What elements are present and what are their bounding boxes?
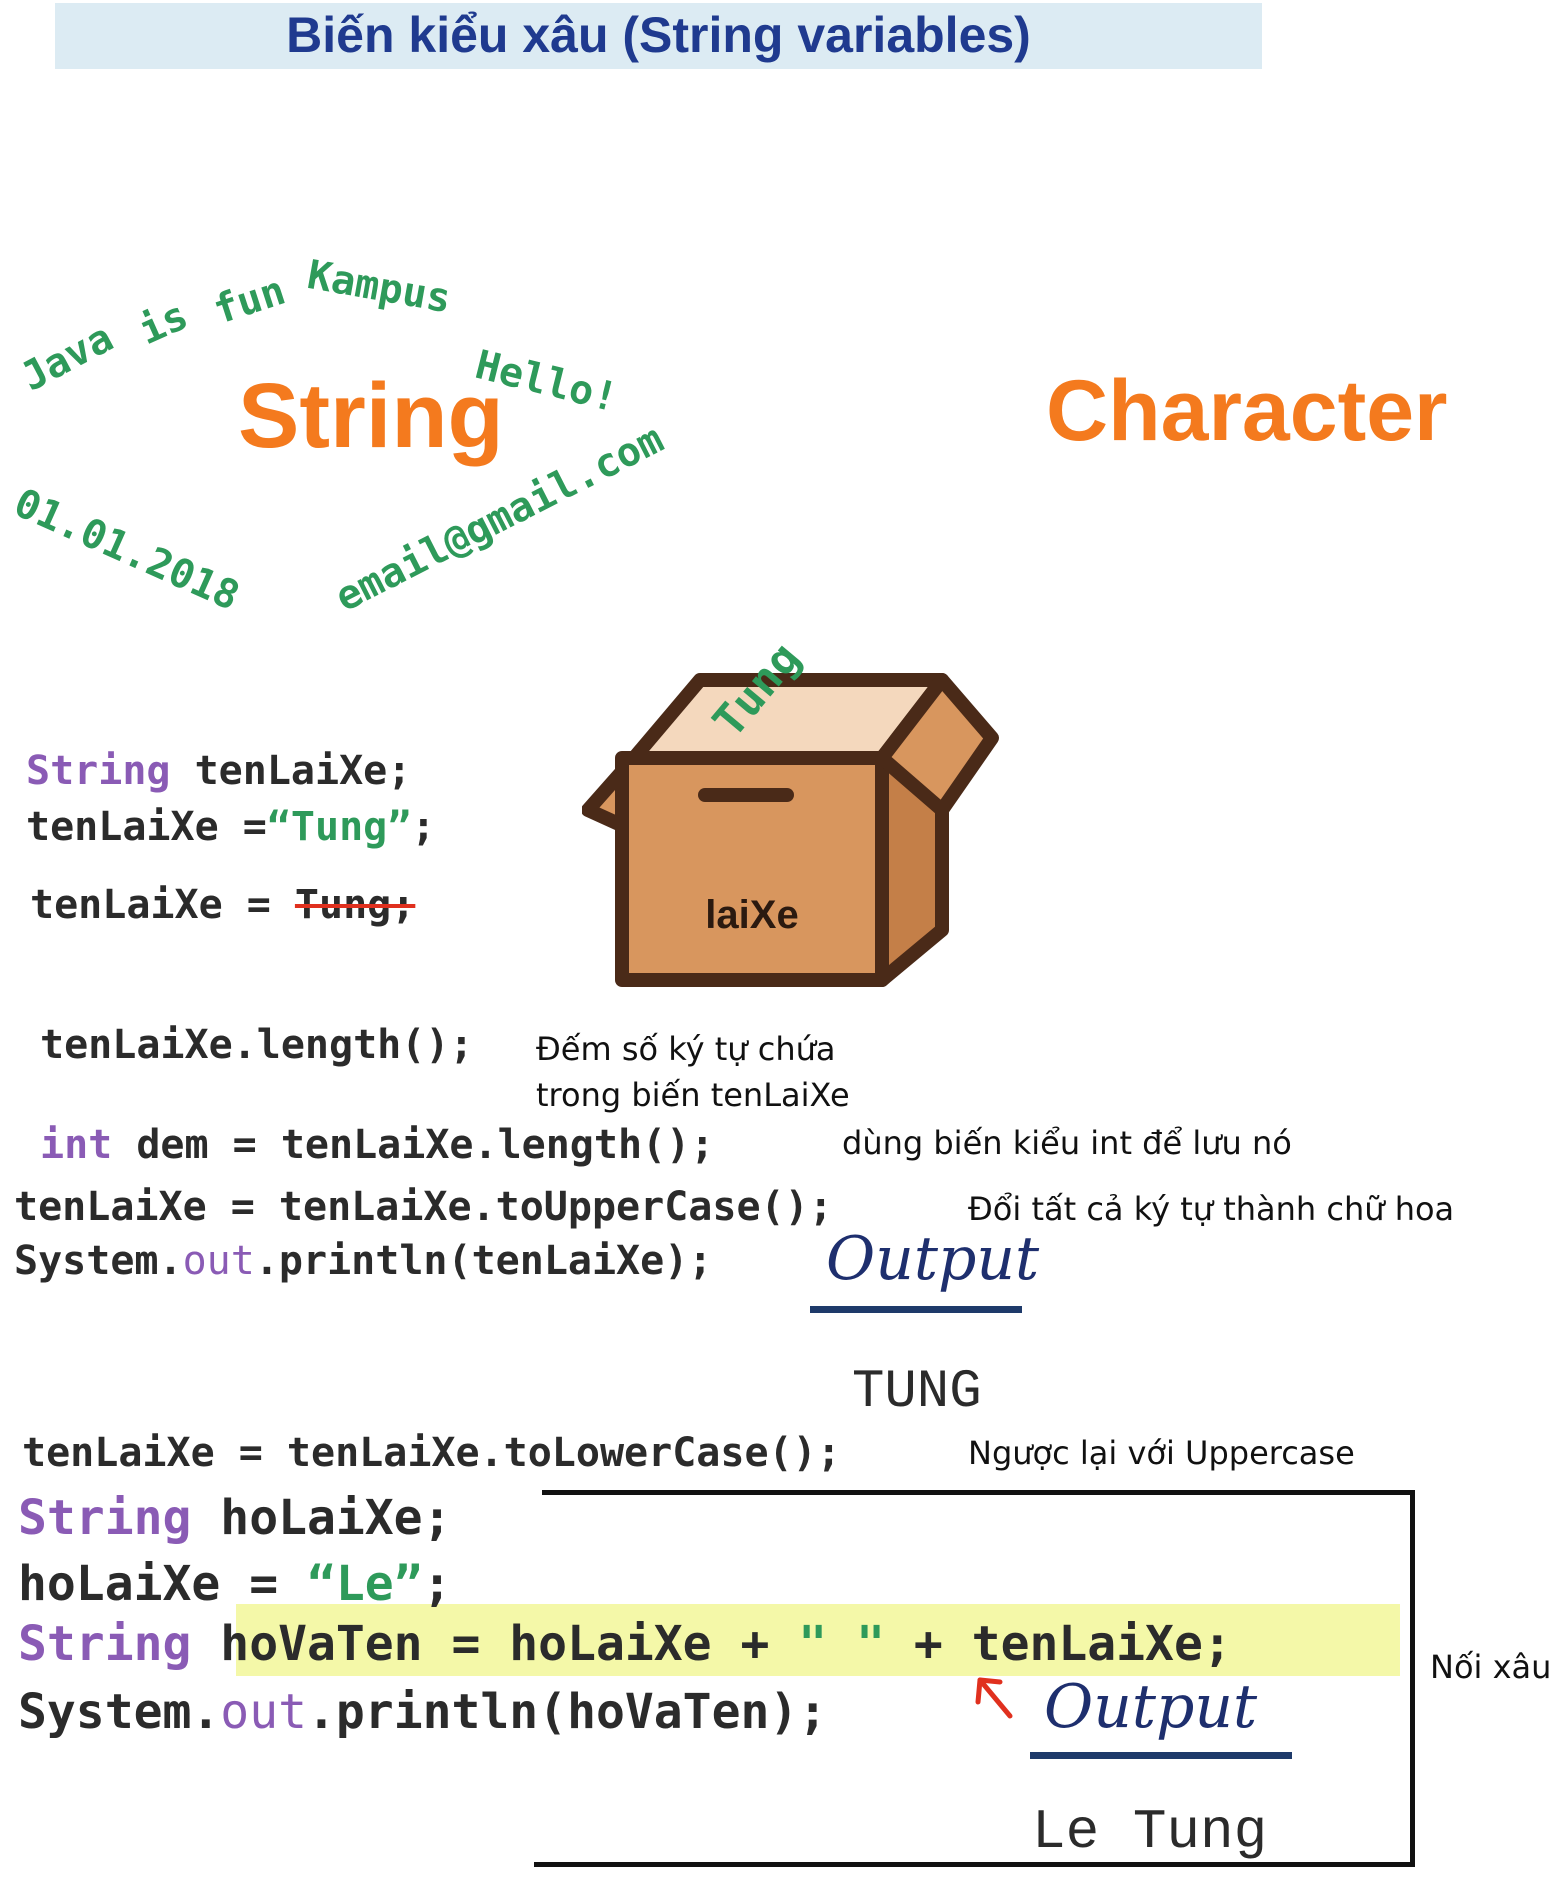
cloud-word-date: 01.01.2018 — [7, 480, 247, 620]
cloud-word-kampus: Kampus — [304, 252, 455, 323]
field-out: out — [182, 1238, 255, 1284]
string-literal: “Le” — [306, 1556, 423, 1612]
code-text: ; — [422, 1556, 452, 1612]
code-line-declare: String tenLaiXe; — [26, 748, 411, 794]
box-label: laiXe — [705, 893, 798, 937]
code-line-println-2: System.out.println(hoVaTen); — [18, 1684, 827, 1740]
code-text: System. — [18, 1684, 221, 1740]
cloud-center-string: String — [238, 365, 504, 467]
code-line-reassign: tenLaiXe = Tung; — [30, 882, 415, 928]
code-text: ; — [411, 804, 436, 850]
concat-frame-right — [1410, 1490, 1415, 1866]
strikethrough-text: Tung; — [294, 882, 416, 928]
note-length-1: Đếm số ký tự chứa — [536, 1030, 836, 1068]
box-handle — [698, 788, 794, 802]
output-value-2: Le Tung — [1032, 1800, 1268, 1864]
cloud-word-is: is — [132, 292, 195, 355]
code-line-int: int dem = tenLaiXe.length(); — [40, 1122, 714, 1168]
note-lowercase: Ngược lại với Uppercase — [968, 1434, 1355, 1472]
highlight-band — [236, 1604, 1400, 1676]
output-value-1: TUNG — [852, 1362, 982, 1423]
concat-frame-bottom — [534, 1862, 1415, 1867]
code-text: .println(hoVaTen); — [307, 1684, 828, 1740]
cloud-word-fun: fun — [208, 267, 291, 334]
string-literal-space: " " — [798, 1616, 885, 1672]
code-text: tenLaiXe = — [30, 882, 295, 928]
keyword-string: String — [26, 748, 171, 794]
box-right-flap — [875, 673, 999, 817]
header-banner — [55, 3, 1262, 69]
output-underline-1 — [810, 1306, 1022, 1313]
code-text: hoLaiXe = — [18, 1556, 307, 1612]
code-line-holaixe-assign: hoLaiXe = “Le”; — [18, 1556, 451, 1612]
arrow-icon — [975, 1677, 1013, 1719]
concat-frame-top — [542, 1490, 1415, 1495]
code-line-holaixe-declare: String hoLaiXe; — [18, 1490, 451, 1546]
code-line-uppercase: tenLaiXe = tenLaiXe.toUpperCase(); — [14, 1184, 833, 1230]
character-label: Character — [1046, 363, 1448, 459]
box-illustration: laiXe Tung — [582, 640, 999, 987]
code-text: hoLaiXe; — [191, 1490, 452, 1546]
note-concat: Nối xâu — [1430, 1648, 1552, 1686]
code-line-assign: tenLaiXe =“Tung”; — [26, 804, 435, 850]
code-line-lowercase: tenLaiXe = tenLaiXe.toLowerCase(); — [22, 1430, 841, 1476]
note-length-2: trong biến tenLaiXe — [536, 1076, 850, 1114]
page-title: Biến kiểu xâu (String variables) — [286, 7, 1031, 63]
code-line-println-1: System.out.println(tenLaiXe); — [14, 1238, 712, 1284]
field-out: out — [220, 1684, 307, 1740]
output-label-2: Output — [1044, 1672, 1258, 1742]
output-label-1: Output — [826, 1224, 1040, 1294]
note-uppercase: Đổi tất cả ký tự thành chữ hoa — [968, 1190, 1455, 1228]
code-text: dem = tenLaiXe.length(); — [112, 1122, 715, 1168]
cloud-word-java: Java — [14, 314, 121, 401]
keyword-int: int — [40, 1122, 113, 1168]
output-underline-2 — [1030, 1752, 1292, 1759]
code-text: hoVaTen = hoLaiXe + — [191, 1616, 799, 1672]
code-line-length: tenLaiXe.length(); — [40, 1022, 474, 1068]
code-line-concat: String hoVaTen = hoLaiXe + " " + tenLaiX… — [18, 1616, 1232, 1672]
code-text: tenLaiXe = — [26, 804, 267, 850]
code-text: tenLaiXe; — [170, 748, 412, 794]
string-literal: “Tung” — [266, 804, 412, 850]
code-text: .println(tenLaiXe); — [254, 1238, 713, 1284]
keyword-string: String — [18, 1490, 192, 1546]
code-text: + tenLaiXe; — [884, 1616, 1232, 1672]
keyword-string: String — [18, 1616, 192, 1672]
code-text: System. — [14, 1238, 183, 1284]
note-int: dùng biến kiểu int để lưu nó — [842, 1124, 1292, 1162]
